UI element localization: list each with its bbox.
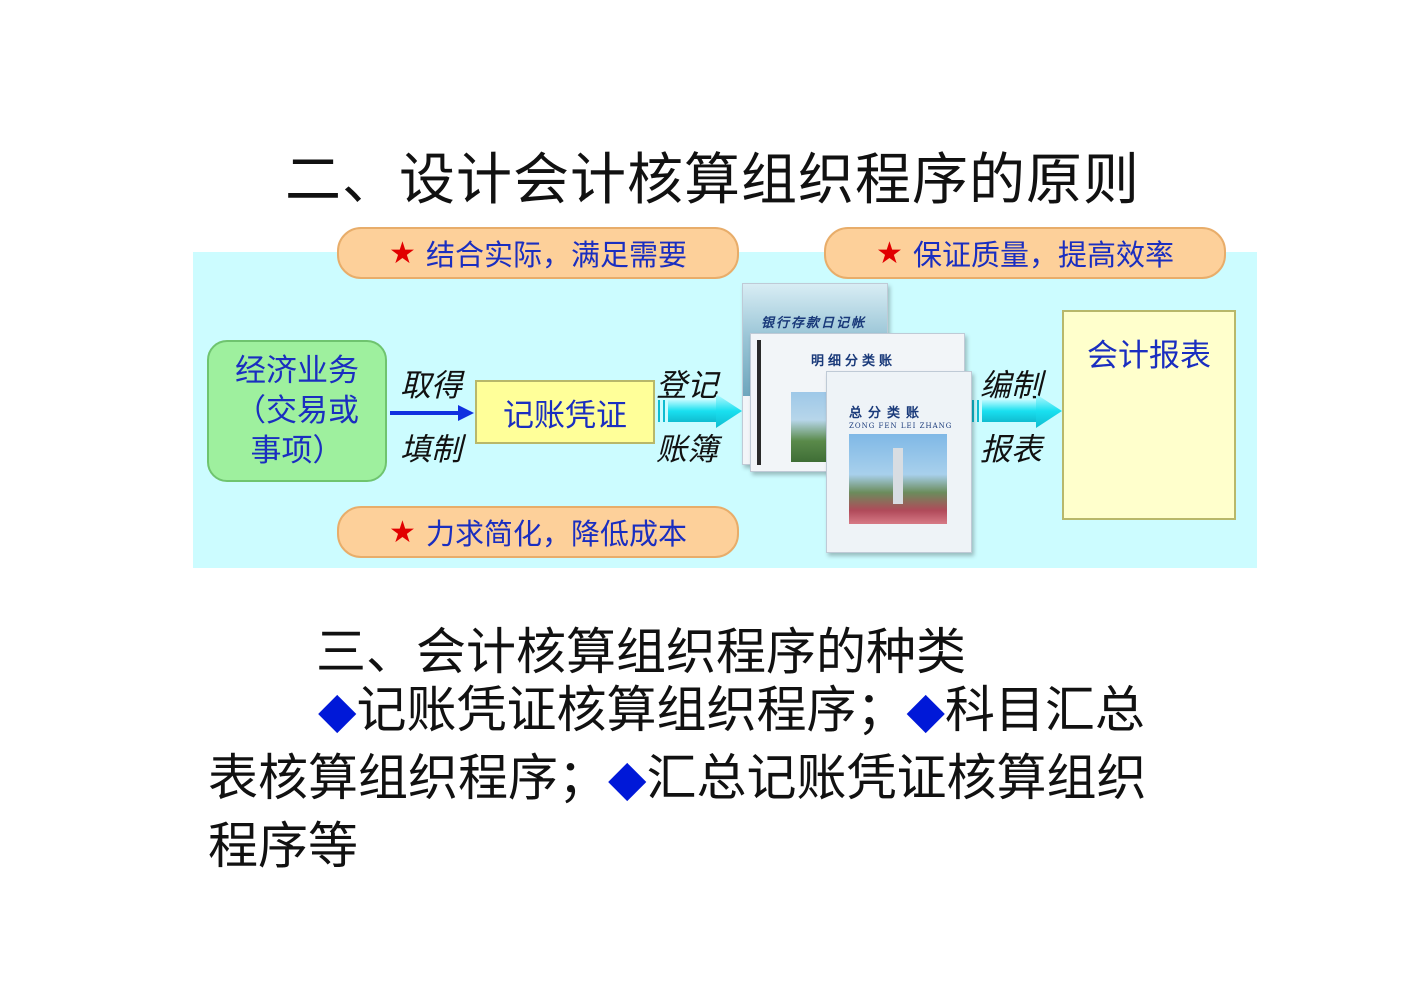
tower-photo: [849, 434, 947, 524]
principle-pill-quality: ★ 保证质量，提高效率: [824, 227, 1226, 279]
diamond-bullet-icon: ◆: [906, 681, 945, 739]
voucher-box: 记账凭证: [475, 380, 655, 444]
general-ledger-book-image: 总分类账 ZONG FEN LEI ZHANG: [826, 371, 972, 553]
type-item-2b: 表核算组织程序；: [208, 749, 608, 807]
types-line-3: 程序等: [208, 812, 1238, 880]
business-line-1: 经济业务: [235, 353, 359, 389]
organization-types-paragraph: ◆记账凭证核算组织程序；◆科目汇总 表核算组织程序；◆汇总记账凭证核算组织 程序…: [208, 676, 1238, 880]
principle-pill-practical: ★ 结合实际，满足需要: [337, 227, 739, 279]
business-line-3: 事项）: [250, 433, 344, 469]
fill-label: 填制: [400, 432, 462, 468]
general-ledger-title: 总分类账: [849, 406, 926, 421]
slide-title: 二、设计会计核算组织程序的原则: [285, 148, 1140, 213]
type-item-3a: 汇总记账凭证核算组织: [646, 749, 1147, 807]
register-arrow: [658, 394, 742, 428]
tower-shape: [893, 448, 903, 504]
report-label: 会计报表: [1087, 338, 1211, 374]
types-line-2: 表核算组织程序；◆汇总记账凭证核算组织: [208, 744, 1238, 812]
diamond-bullet-icon: ◆: [318, 681, 357, 739]
types-line-1: ◆记账凭证核算组织程序；◆科目汇总: [208, 676, 1238, 744]
register-label: 登记: [656, 368, 718, 404]
subsidiary-ledger-title: 明细分类账: [811, 354, 897, 369]
general-ledger-pinyin: ZONG FEN LEI ZHANG: [849, 422, 953, 430]
star-icon: ★: [389, 514, 416, 550]
type-item-3b: 程序等: [208, 817, 358, 875]
compile-arrow: [972, 394, 1062, 428]
report-verb-label: 报表: [980, 432, 1042, 468]
type-item-1: 记账凭证核算组织程序；: [356, 681, 907, 739]
bank-journal-title: 银行存款日记帐: [761, 316, 867, 331]
books-label: 账簿: [656, 432, 718, 468]
binding-strip: [757, 340, 761, 465]
obtain-label: 取得: [400, 368, 462, 404]
principle-label-quality: 保证质量，提高效率: [912, 238, 1174, 272]
section-heading: 三、会计核算组织程序的种类: [316, 623, 966, 681]
accounting-report-box: 会计报表: [1062, 310, 1236, 520]
star-icon: ★: [389, 235, 416, 271]
compile-label: 编制: [980, 368, 1042, 404]
type-item-2a: 科目汇总: [944, 681, 1145, 739]
principle-label-simplify: 力求简化，降低成本: [425, 517, 687, 551]
star-icon: ★: [876, 235, 903, 271]
obtain-arrow: [390, 405, 474, 421]
principle-pill-simplify: ★ 力求简化，降低成本: [337, 506, 739, 558]
diamond-bullet-icon: ◆: [608, 749, 647, 807]
principle-label-practical: 结合实际，满足需要: [425, 238, 687, 272]
business-line-2: （交易或: [235, 393, 359, 429]
economic-business-box: 经济业务 （交易或 事项）: [207, 340, 387, 482]
